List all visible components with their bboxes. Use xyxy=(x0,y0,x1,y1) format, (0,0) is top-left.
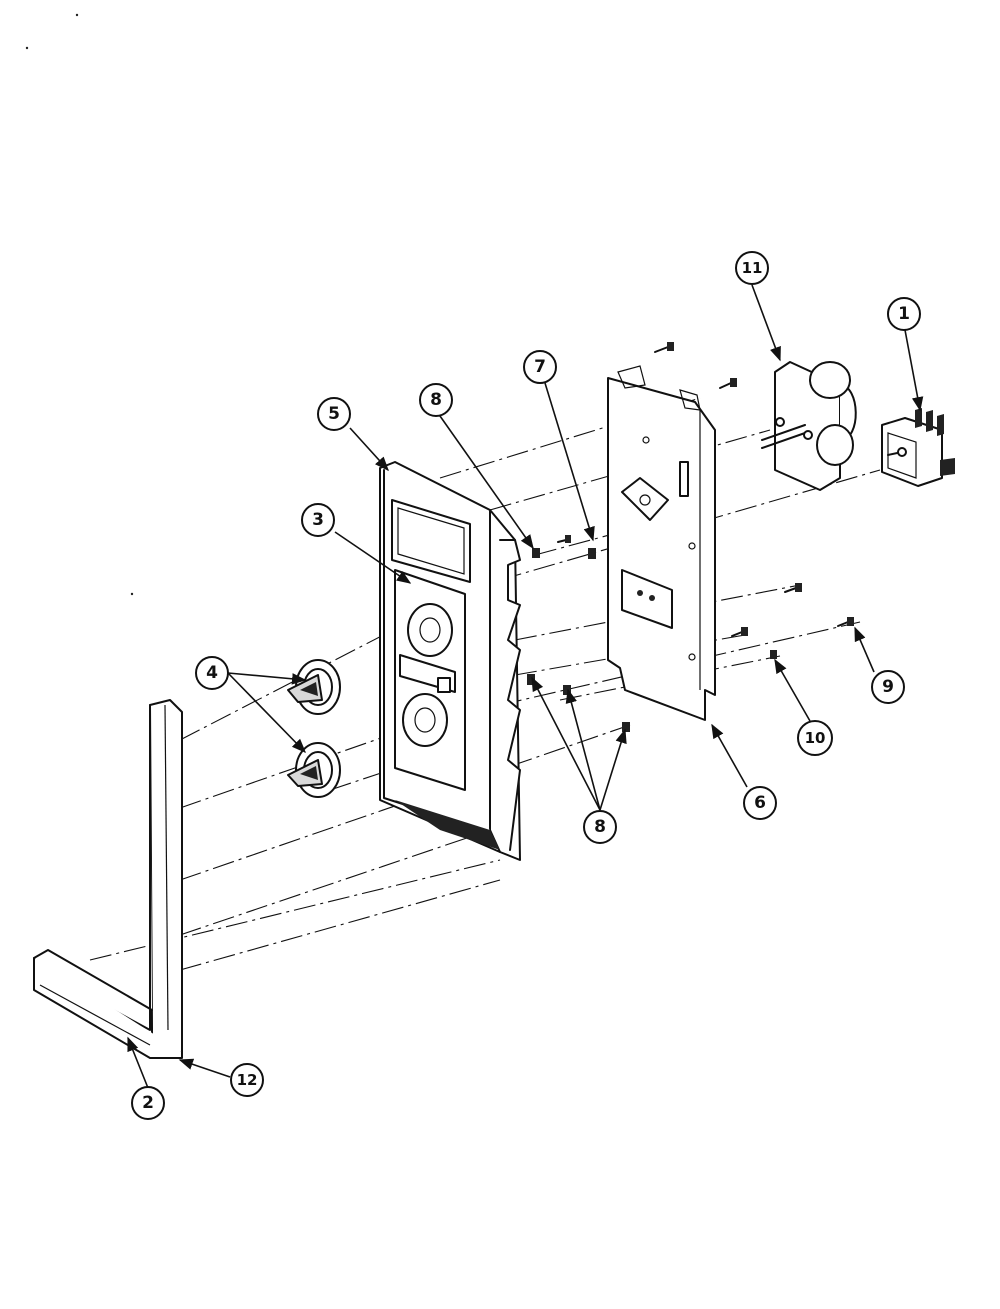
switch-part-1 xyxy=(881,408,955,487)
screw xyxy=(770,650,777,659)
callout-8-lower: 8 xyxy=(583,810,617,844)
callout-5: 5 xyxy=(317,397,351,431)
screw xyxy=(532,548,540,558)
screw xyxy=(527,674,535,685)
callout-3: 3 xyxy=(301,503,335,537)
callout-5-label: 5 xyxy=(328,404,340,424)
screw xyxy=(719,378,737,389)
callout-3-label: 3 xyxy=(312,510,324,530)
callout-1: 1 xyxy=(887,297,921,331)
timer-motor-part-11 xyxy=(761,361,857,491)
callout-12-label: 12 xyxy=(237,1071,258,1089)
control-knob-upper xyxy=(287,659,341,715)
callout-11: 11 xyxy=(735,251,769,285)
screw xyxy=(622,722,630,732)
screw xyxy=(557,535,571,543)
callout-7-label: 7 xyxy=(534,357,546,377)
callout-9: 9 xyxy=(871,670,905,704)
leader-lines xyxy=(127,284,924,1089)
callout-7: 7 xyxy=(523,350,557,384)
callout-1-label: 1 xyxy=(898,304,910,324)
callout-9-label: 9 xyxy=(882,677,894,697)
callout-4: 4 xyxy=(195,656,229,690)
scan-specks xyxy=(25,13,134,596)
callout-12: 12 xyxy=(230,1063,264,1097)
mounting-bracket-part-6 xyxy=(607,365,716,721)
callout-8-upper-label: 8 xyxy=(430,390,442,410)
screw xyxy=(731,627,748,637)
screw xyxy=(654,342,674,353)
trim-part-12 xyxy=(33,699,183,1059)
screw xyxy=(784,583,802,593)
callout-6: 6 xyxy=(743,786,777,820)
screw xyxy=(588,548,596,559)
callout-6-label: 6 xyxy=(754,793,766,813)
callout-10: 10 xyxy=(797,720,833,756)
control-overlay-part-3 xyxy=(394,569,466,791)
screw xyxy=(837,617,854,627)
callout-10-label: 10 xyxy=(805,729,826,747)
callout-8-upper: 8 xyxy=(419,383,453,417)
screw xyxy=(563,685,571,695)
callout-11-label: 11 xyxy=(742,259,763,277)
callout-4-label: 4 xyxy=(206,663,218,683)
callout-2: 2 xyxy=(131,1086,165,1120)
callout-8-lower-label: 8 xyxy=(594,817,606,837)
control-knob-lower xyxy=(287,742,341,798)
callout-2-label: 2 xyxy=(142,1093,154,1113)
